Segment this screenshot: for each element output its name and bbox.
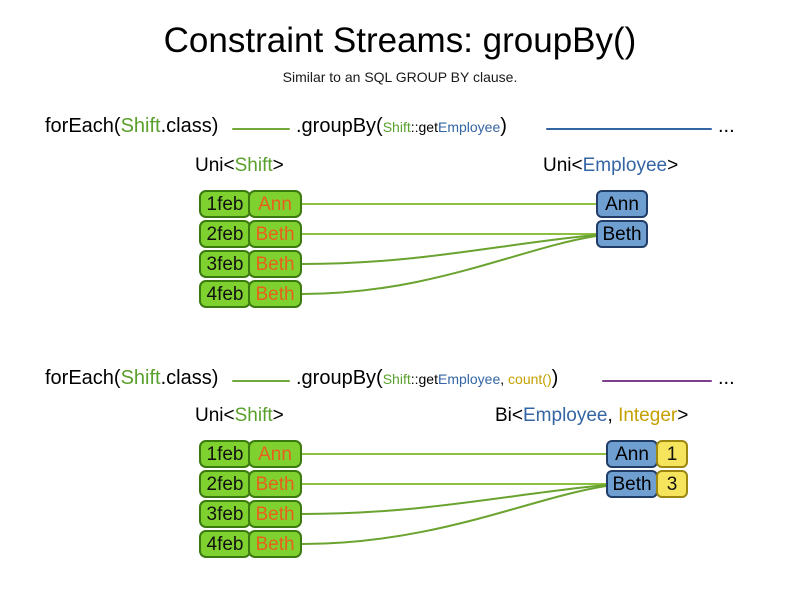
- rule-foreach-to-groupby: [232, 380, 290, 382]
- code-groupby-key: .groupBy(Shift::getEmployee): [296, 113, 507, 140]
- shift-fact-row[interactable]: 3feb Beth: [199, 500, 302, 528]
- shift-fact-row[interactable]: 1feb Ann: [199, 190, 302, 218]
- shift-employee: Beth: [248, 280, 302, 308]
- shift-employee: Ann: [248, 440, 302, 468]
- code-mapper-comma: ,: [500, 371, 509, 387]
- code-mapper-sep: ::get: [410, 371, 438, 387]
- code-foreach-type: Shift: [120, 115, 161, 137]
- code-foreach-suffix: .class): [160, 115, 219, 137]
- shift-fact-row[interactable]: 2feb Beth: [199, 220, 302, 248]
- shift-date: 3feb: [199, 500, 251, 528]
- type-suffix: >: [667, 155, 679, 176]
- shift-fact-row[interactable]: 2feb Beth: [199, 470, 302, 498]
- shift-fact-row[interactable]: 3feb Beth: [199, 250, 302, 278]
- code-groupby-close: ): [551, 367, 559, 389]
- code-foreach-type: Shift: [120, 367, 161, 389]
- type-label-left-uni-shift: Uni<Shift>: [195, 404, 284, 428]
- employee-group-node[interactable]: Beth: [596, 220, 648, 248]
- type-prefix: Bi<: [495, 405, 523, 426]
- code-line-groupby-key-count: forEach(Shift.class): [45, 365, 218, 391]
- code-mapper-prop: Employee: [437, 119, 501, 135]
- type-prefix: Uni<: [543, 155, 583, 176]
- shift-employee: Beth: [248, 500, 302, 528]
- shift-employee: Ann: [248, 190, 302, 218]
- shift-fact-row[interactable]: 1feb Ann: [199, 440, 302, 468]
- shift-date: 4feb: [199, 530, 251, 558]
- type-generic: Shift: [234, 155, 273, 176]
- code-foreach: forEach(: [45, 115, 121, 137]
- shift-date: 2feb: [199, 470, 251, 498]
- employee-group-node[interactable]: Ann: [596, 190, 648, 218]
- code-mapper-prop: Employee: [437, 371, 501, 387]
- rule-groupby-to-ellipsis: [602, 380, 712, 382]
- rule-groupby-to-ellipsis: [546, 128, 712, 130]
- shift-fact-row[interactable]: 4feb Beth: [199, 280, 302, 308]
- page-subtitle: Similar to an SQL GROUP BY clause.: [282, 69, 518, 85]
- code-foreach-suffix: .class): [160, 367, 219, 389]
- type-label-right-bi-employee-integer: Bi<Employee, Integer>: [495, 404, 688, 428]
- code-ellipsis: ...: [718, 367, 735, 389]
- shift-date: 1feb: [199, 190, 251, 218]
- type-label-right-uni-employee: Uni<Employee>: [543, 154, 678, 178]
- type-generic: Employee: [523, 405, 608, 426]
- page-title: Constraint Streams: groupBy(): [163, 21, 637, 60]
- shift-date: 1feb: [199, 440, 251, 468]
- employee-group-node[interactable]: Beth: [606, 470, 658, 498]
- shift-fact-row[interactable]: 4feb Beth: [199, 530, 302, 558]
- type-suffix: >: [677, 405, 689, 426]
- shift-date: 4feb: [199, 280, 251, 308]
- code-mapper-type: Shift: [382, 371, 411, 387]
- type-label-left-uni-shift: Uni<Shift>: [195, 154, 284, 178]
- type-generic: Shift: [234, 405, 273, 426]
- code-mapper-sep: ::get: [410, 119, 438, 135]
- code-ellipsis: ...: [718, 115, 735, 137]
- type-suffix: >: [272, 155, 284, 176]
- shift-date: 2feb: [199, 220, 251, 248]
- shift-employee: Beth: [248, 530, 302, 558]
- count-value-node[interactable]: 1: [656, 440, 688, 468]
- type-prefix: Uni<: [195, 405, 235, 426]
- code-groupby-key-count: .groupBy(Shift::getEmployee, count()): [296, 365, 558, 392]
- code-collector: count(): [508, 371, 552, 387]
- shift-employee: Beth: [248, 470, 302, 498]
- shift-employee: Beth: [248, 250, 302, 278]
- code-groupby-close: ): [500, 115, 507, 137]
- code-foreach: forEach(: [45, 367, 121, 389]
- employee-group-node[interactable]: Ann: [606, 440, 658, 468]
- code-mapper-type: Shift: [382, 119, 411, 135]
- count-value-node[interactable]: 3: [656, 470, 688, 498]
- rule-foreach-to-groupby: [232, 128, 290, 130]
- type-generic: Employee: [582, 155, 668, 176]
- shift-date: 3feb: [199, 250, 251, 278]
- code-line-groupby-key: forEach(Shift.class): [45, 113, 218, 139]
- type-mid: ,: [607, 405, 619, 426]
- code-groupby: .groupBy(: [296, 367, 383, 389]
- shift-employee: Beth: [248, 220, 302, 248]
- type-generic-2: Integer: [618, 405, 678, 426]
- type-prefix: Uni<: [195, 155, 235, 176]
- code-groupby: .groupBy(: [296, 115, 383, 137]
- type-suffix: >: [272, 405, 284, 426]
